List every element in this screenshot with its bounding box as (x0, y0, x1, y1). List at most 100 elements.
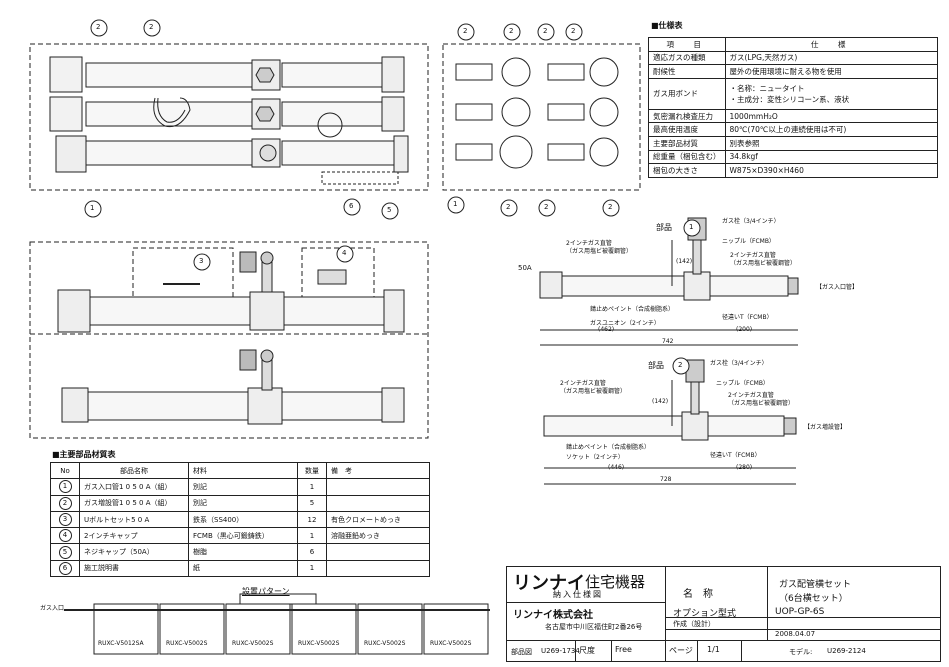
scale-label: 尺度 (579, 646, 595, 655)
spec-item: 主要部品材質 (648, 135, 726, 151)
pipe-row-1 (49, 56, 405, 93)
parts-no: 1 (58, 480, 72, 494)
part2-note: （ガス用塩ビ被覆鋼管） (728, 400, 795, 407)
part-no-value: U269-1734 (541, 647, 580, 655)
parts-note (326, 494, 430, 512)
part2-tag: 【ガス増設管】 (804, 424, 847, 431)
name-value-2: （6台横セット） (779, 594, 848, 604)
company-address: 名古屋市中川区福住町2番26号 (545, 623, 643, 631)
parts-no: 4 (58, 529, 72, 543)
part2-number: 2 (678, 361, 683, 369)
pattern-title: 設置パターン (242, 587, 290, 596)
installation-pattern-drawing (64, 593, 490, 655)
spec-row: 耐候性屋外の使用環境に耐える物を使用 (648, 64, 938, 79)
parts-material: 別記 (188, 494, 298, 512)
part1-note: ニップル（FCMB） (722, 238, 775, 245)
spec-table-heading: ■仕様表 (651, 21, 683, 30)
elevation-pipe-upper (57, 251, 405, 333)
parts-no: 2 (58, 496, 72, 510)
brand-sub: 住宅機器 (585, 573, 646, 591)
end-view-pipes (455, 57, 619, 169)
scale-value: Free (615, 645, 632, 654)
name-value: ガス配管横セット (779, 580, 852, 590)
spec-table: 項 目 仕 様 適応ガスの種類ガス(LPG,天然ガス) 耐候性屋外の使用環境に耐… (648, 37, 938, 178)
part2-dim: (280) (736, 464, 753, 471)
spec-header-item: 項 目 (648, 37, 726, 52)
balloon-number: 1 (90, 204, 95, 212)
parts-name: Uボルトセット5 0 A (79, 510, 189, 529)
part2-note: （ガス用塩ビ被覆鋼管） (560, 388, 627, 395)
parts-qty: 1 (297, 527, 327, 545)
spec-item: 梱包の大きさ (648, 163, 726, 178)
parts-note (326, 478, 430, 496)
parts-name: ガス入口管1 0 5 0 A（組） (79, 478, 189, 496)
option-label: オプション型式 (673, 609, 737, 619)
parts-no: 5 (58, 545, 72, 559)
part1-note: （ガス用塩ビ被覆鋼管） (730, 260, 797, 267)
parts-qty: 12 (297, 510, 327, 529)
spec-value: 34.8kgf (724, 149, 938, 165)
spec-row: ガス用ボンド・名称：ニュータイト・主成分：変性シリコーン系、液状 (648, 77, 938, 110)
part1-number: 1 (689, 223, 694, 231)
balloon-number: 3 (199, 257, 204, 265)
part2-note: 2インチガス直管 (728, 392, 774, 399)
part2-dim: (446) (608, 464, 625, 471)
part2-dim: (142) (652, 398, 669, 405)
part1-note: 2インチガス直管 (566, 240, 612, 247)
balloon-number: 1 (453, 200, 458, 208)
part2-note: ニップル（FCMB） (716, 380, 769, 387)
parts-note (326, 543, 430, 561)
part2-note: 錆止めペイント（合成樹脂系） (566, 444, 651, 451)
spec-row: 主要部品材質別表参照 (648, 135, 938, 151)
pattern-unit-label: RUXC-V5002S (232, 640, 274, 647)
spec-row: 総重量（梱包含む）34.8kgf (648, 149, 938, 165)
part1-drawing (539, 217, 799, 346)
parts-note: 有色クロメートめっき (326, 510, 430, 529)
parts-material: 樹脂 (188, 543, 298, 561)
spec-value: 別表参照 (724, 135, 938, 151)
parts-name: 2インチキャップ (79, 527, 189, 545)
spec-value-2: ・主成分：変性シリコーン系、液状 (729, 94, 850, 104)
parts-row: 2 ガス増設管1 0 5 0 A（組） 別記 5 (50, 494, 430, 512)
spec-row: 適応ガスの種類ガス(LPG,天然ガス) (648, 50, 938, 66)
model-label: モデル: (789, 648, 813, 656)
balloon-number: 4 (342, 249, 347, 257)
part1-note: 錆止めペイント（合成樹脂系） (590, 306, 675, 313)
balloon-number: 2 (506, 203, 511, 211)
parts-col-header: 材料 (188, 461, 298, 480)
pattern-unit-label: RUXC-V5002S (166, 640, 208, 647)
spec-item: 最高使用温度 (648, 122, 726, 137)
doc-type: 納入仕様図 (553, 590, 603, 599)
parts-qty: 1 (297, 559, 327, 578)
part1-note: ガス栓（3/4インチ） (722, 218, 780, 225)
balloon-number: 2 (509, 27, 514, 35)
elevation-pipe-lower (61, 349, 405, 425)
page-label: ページ (669, 646, 693, 655)
parts-col-header: 数量 (297, 461, 327, 480)
parts-row: 6 施工説明書 紙 1 (50, 559, 430, 578)
brand-logo: リンナイ (513, 573, 585, 594)
parts-name: ネジキャップ（50A） (79, 543, 189, 561)
spec-table-header: 項 目 仕 様 (648, 37, 938, 52)
parts-note: 溶融亜鉛めっき (326, 527, 430, 545)
date-value: 2008.04.07 (775, 630, 816, 638)
spec-value: ガス(LPG,天然ガス) (724, 50, 938, 66)
parts-qty: 1 (297, 478, 327, 496)
part2-note: ガス栓（3/4インチ） (710, 360, 768, 367)
part1-note: ガスユニオン（2インチ） (590, 320, 660, 327)
model-value: UOP-GP-6S (775, 607, 825, 617)
part2-drawing (543, 359, 797, 485)
part2-note: 径違いT（FCMB） (710, 452, 761, 459)
spec-value: ・名称：ニュータイト (729, 83, 805, 93)
balloon-number: 5 (387, 206, 392, 214)
parts-qty: 6 (297, 543, 327, 561)
parts-row: 1 ガス入口管1 0 5 0 A（組） 別記 1 (50, 478, 430, 496)
parts-table-heading: ■主要部品材質表 (52, 450, 116, 459)
parts-qty: 5 (297, 494, 327, 512)
spec-value: 1000mmH₂O (724, 108, 938, 124)
parts-col-header: 部品名称 (79, 461, 189, 480)
part-no-label: 部品図 (511, 648, 532, 656)
part1-note: 径違いT（FCMB） (722, 314, 773, 321)
